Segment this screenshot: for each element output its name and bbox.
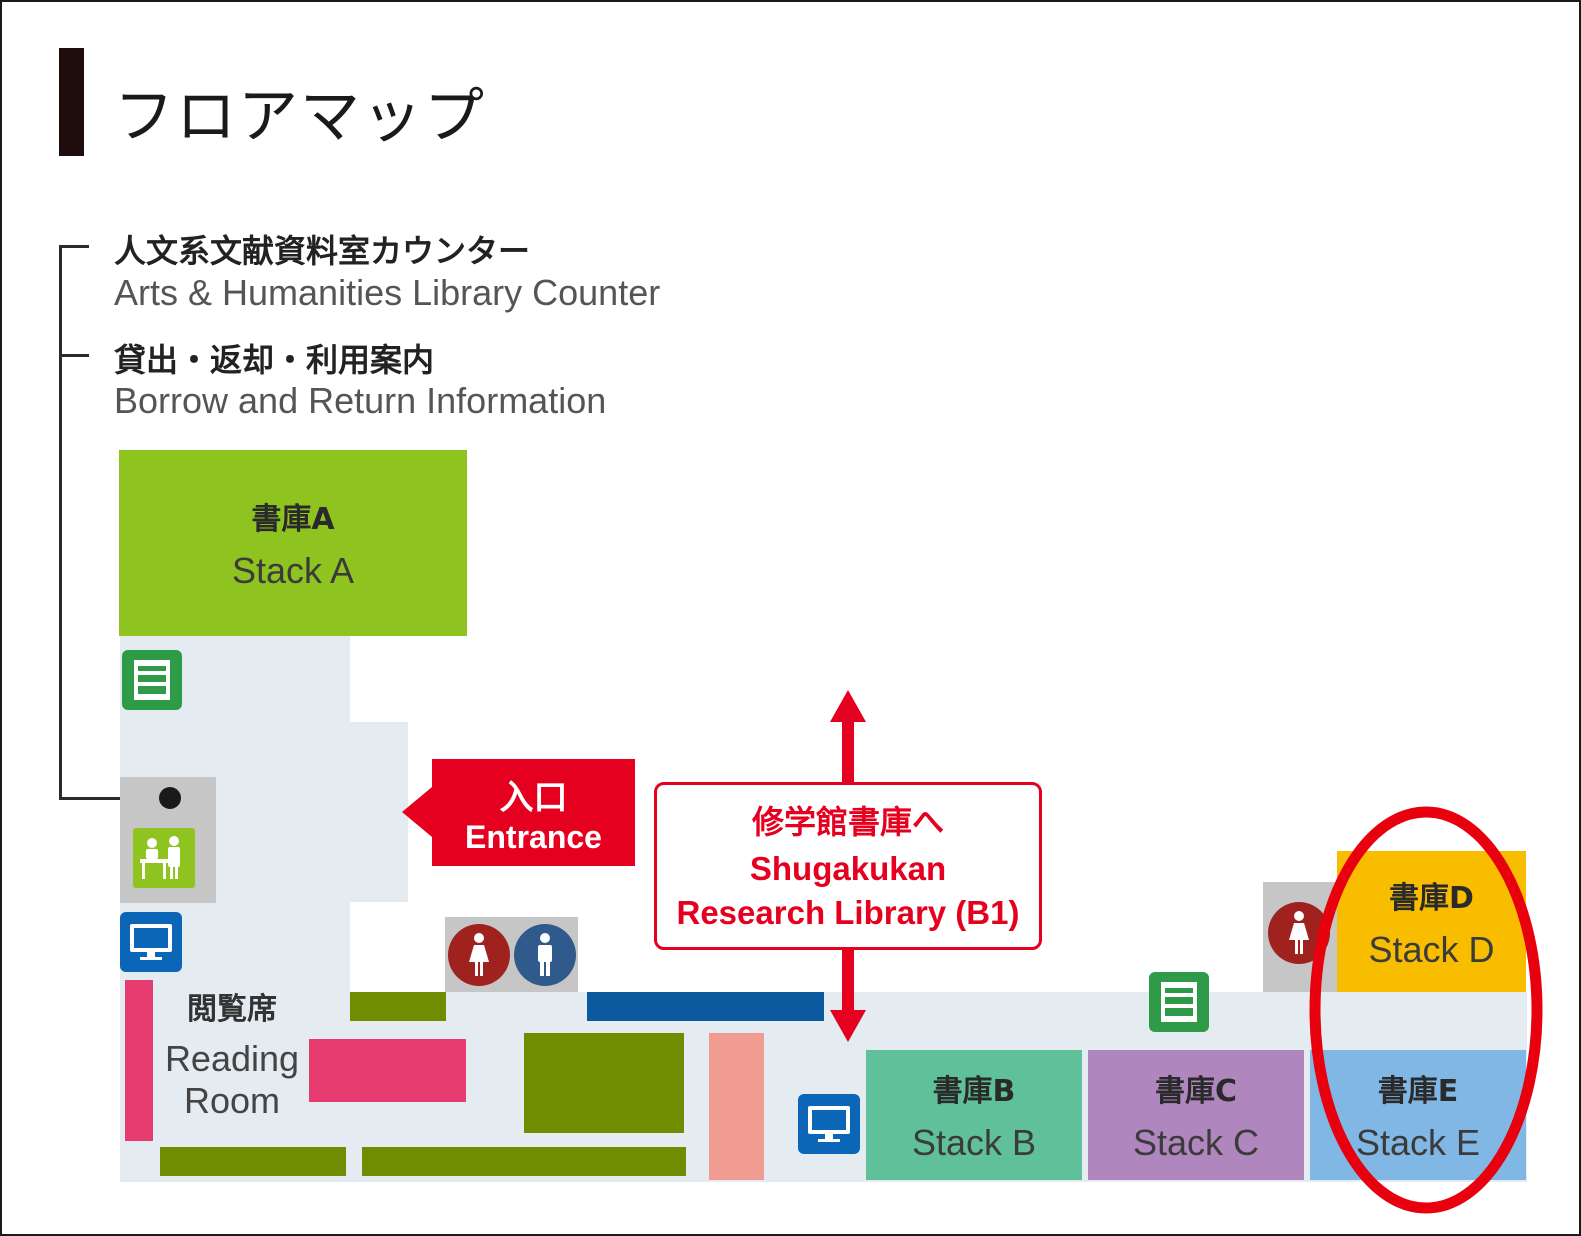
stack-c-label-en: Stack C (1132, 1122, 1260, 1163)
stack-b-label-en: Stack B (911, 1122, 1037, 1163)
info-label-jp: 貸出・返却・利用案内 (114, 341, 435, 379)
stack-a-label-en: Stack A (231, 550, 355, 591)
stack-c[interactable]: 書庫C Stack C (1088, 1050, 1304, 1180)
reading-desk-vertical (125, 980, 153, 1141)
reading-room-label-jp: 閲覧席 (187, 992, 277, 1027)
counter-staff-icon (133, 828, 195, 888)
shelf (350, 992, 446, 1021)
leader-line-vertical (59, 245, 62, 800)
page-title: フロアマップ (114, 82, 486, 152)
computer-icon (798, 1094, 860, 1154)
reading-room-label-en-1: Reading (164, 1038, 300, 1079)
stack-c-label-jp: 書庫C (1154, 1074, 1238, 1109)
shugakukan-label-en-1: Shugakukan (749, 850, 947, 887)
reading-desk-horizontal (309, 1039, 466, 1102)
stack-a[interactable]: 書庫A Stack A (119, 450, 467, 636)
shelf-block (524, 1033, 684, 1133)
shelf (160, 1147, 346, 1176)
stack-b-label-jp: 書庫B (932, 1074, 1016, 1109)
stack-e-label-jp: 書庫E (1377, 1074, 1459, 1109)
shelf (362, 1147, 686, 1176)
stack-d-label-en: Stack D (1368, 928, 1495, 970)
leader-line-counter (59, 245, 89, 248)
counter-label-en: Arts & Humanities Library Counter (114, 272, 661, 313)
female-restroom-icon (448, 924, 510, 986)
entrance-label-jp: 入口 (499, 777, 568, 818)
stack-b[interactable]: 書庫B Stack B (866, 1050, 1082, 1180)
stack-a-label-jp: 書庫A (251, 502, 335, 537)
entrance-pointer (402, 782, 438, 842)
shelf-pink (709, 1033, 764, 1180)
male-restroom-icon (514, 924, 576, 986)
shugakukan-label-jp: 修学館書庫へ (751, 803, 944, 841)
title-accent-bar (59, 48, 84, 156)
reading-room-label-en-2: Room (183, 1080, 281, 1121)
entrance-label-en: Entrance (465, 818, 602, 855)
shugakukan-label-en-2: Research Library (B1) (676, 894, 1020, 931)
stack-d[interactable]: 書庫D Stack D (1337, 851, 1526, 992)
stack-e-label-en: Stack E (1355, 1122, 1481, 1163)
counter-marker-dot (159, 787, 181, 809)
leader-line-info (59, 354, 89, 357)
shelf-navy (587, 992, 824, 1021)
stack-e[interactable]: 書庫E Stack E (1310, 1050, 1526, 1180)
counter-label-jp: 人文系文献資料室カウンター (114, 232, 531, 270)
reading-room-label: 閲覧席 Reading Room (162, 984, 302, 1122)
stack-d-label-jp: 書庫D (1389, 880, 1474, 916)
leader-line-to-counter (59, 797, 169, 800)
highlight-ellipse (1309, 806, 1543, 1214)
shugakukan-sign[interactable]: 修学館書庫へ Shugakukan Research Library (B1) (654, 782, 1042, 950)
copier-icon (122, 650, 182, 710)
copier-icon (1149, 972, 1209, 1032)
info-label-en: Borrow and Return Information (114, 380, 607, 421)
entrance-sign: 入口 Entrance (432, 759, 635, 866)
computer-icon (120, 912, 182, 972)
floor-area-west-wing (342, 722, 408, 902)
